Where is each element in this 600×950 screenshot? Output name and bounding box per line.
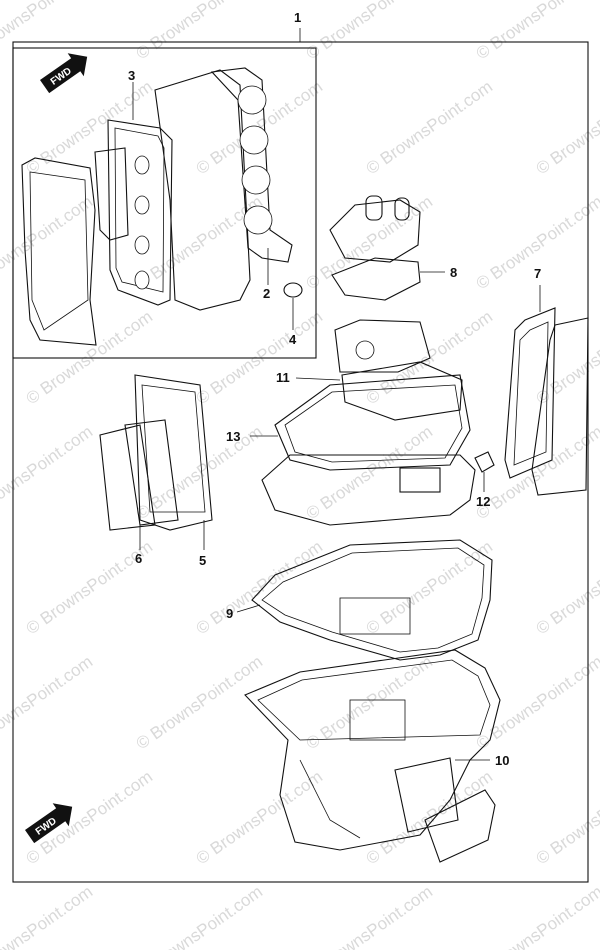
head-group-frame [12,47,317,359]
watermark-text: © BrownsPoint.com [303,192,436,293]
intake-plate [94,147,129,241]
watermark-text: © BrownsPoint.com [303,422,436,523]
callout-11: 11 [276,370,290,385]
watermark-text: © BrownsPoint.com [133,652,266,753]
callout-13: 13 [226,429,240,444]
driveshaft-housing [244,649,501,851]
block-gasket-panel [154,69,251,311]
side-cover-gasket [504,307,556,479]
watermark-text: © BrownsPoint.com [193,767,326,868]
callout-3: 3 [128,68,135,83]
leader-11 [295,377,341,381]
crankcase-gasket [274,374,471,471]
watermark-text: © BrownsPoint.com [193,537,326,638]
pump-housing [329,195,421,263]
watermark-text: © BrownsPoint.com [363,77,496,178]
o-ring [283,282,303,298]
watermark-text: © BrownsPoint.com [0,882,96,950]
watermark-text: © BrownsPoint.com [133,0,266,63]
exhaust-cover-gasket [341,361,463,421]
intake-manifold-gasket [134,374,213,531]
callout-4: 4 [289,332,297,347]
callout-9: 9 [226,606,233,621]
watermark-text: © BrownsPoint.com [363,537,496,638]
watermark-text: © BrownsPoint.com [0,422,96,523]
kit-frame [12,41,589,883]
callout-12: 12 [476,494,490,509]
watermark-text: © BrownsPoint.com [533,537,600,638]
callout-10: 10 [495,753,509,768]
timing-cover [334,319,431,373]
fwd-arrow-top: FWD [40,53,88,94]
watermark-text: © BrownsPoint.com [303,0,436,63]
watermark-text: © BrownsPoint.com [533,767,600,868]
callout-2: 2 [263,286,270,301]
watermark-text: © BrownsPoint.com [0,192,96,293]
oil-pan-upper [261,454,476,526]
callout-7: 7 [534,266,541,281]
watermark-text: © BrownsPoint.com [0,0,96,63]
callout-8: 8 [450,265,457,280]
callout-5: 5 [199,553,206,568]
watermark-text: © BrownsPoint.com [473,882,600,950]
pump-gasket [331,257,421,301]
base-gasket [251,539,493,661]
watermark-text: © BrownsPoint.com [473,652,600,753]
watermark-text: © BrownsPoint.com [133,882,266,950]
cap-12 [474,451,495,473]
watermark-text: © BrownsPoint.com [303,882,436,950]
housing-cover-gasket [394,757,496,863]
head-gasket [210,67,293,263]
head-cover-gasket-left [21,157,97,346]
valve-cover-gasket [107,119,173,306]
callout-6: 6 [135,551,142,566]
side-cover-plate [531,317,589,496]
watermark-text: © BrownsPoint.com [0,652,96,753]
watermark-text: © BrownsPoint.com [473,0,600,63]
manifold-plate-gasket [99,419,179,531]
leader-9 [236,604,261,613]
watermark-text: © BrownsPoint.com [533,77,600,178]
callout-1: 1 [294,10,301,25]
